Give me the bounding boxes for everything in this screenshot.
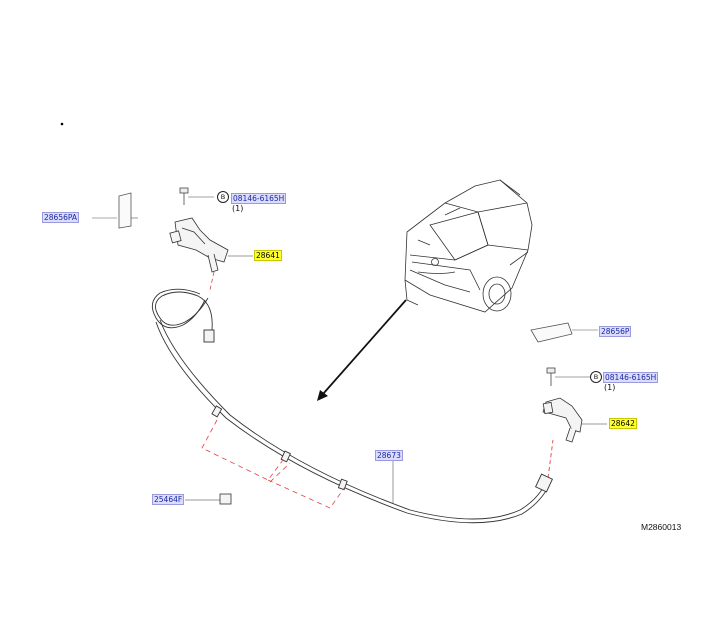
part-label-28641[interactable]: 28641 — [254, 250, 282, 261]
part-label-28656p[interactable]: 28656P — [599, 326, 632, 337]
clip-callouts — [201, 419, 346, 509]
car-illustration — [404, 179, 533, 313]
nozzle-cover-left — [92, 192, 138, 229]
figure-reference: M2860013 — [641, 522, 682, 532]
qty-bolt-right: (1) — [604, 383, 616, 392]
part-label-bolt-right[interactable]: 08146-6165H — [603, 372, 659, 383]
nozzle-assembly-right — [542, 397, 607, 443]
part-label-28673[interactable]: 28673 — [375, 450, 403, 461]
part-label-25464f[interactable]: 25464F — [152, 494, 185, 505]
part-label-28656pa[interactable]: 28656PA — [42, 212, 80, 223]
clip-part — [185, 493, 232, 505]
bolt-badge-right: B — [590, 371, 602, 383]
marker-dot — [60, 122, 64, 126]
direction-arrow — [317, 299, 407, 401]
bolt-top — [179, 187, 214, 205]
qty-bolt-top: (1) — [232, 204, 244, 213]
washer-hose — [151, 288, 554, 524]
nozzle-cover-right — [530, 322, 598, 343]
nozzle-assembly-left — [169, 217, 253, 291]
bolt-badge-top: B — [217, 191, 229, 203]
bolt-right — [546, 367, 590, 386]
part-label-28642[interactable]: 28642 — [609, 418, 637, 429]
part-label-bolt-top[interactable]: 08146-6165H — [231, 193, 287, 204]
